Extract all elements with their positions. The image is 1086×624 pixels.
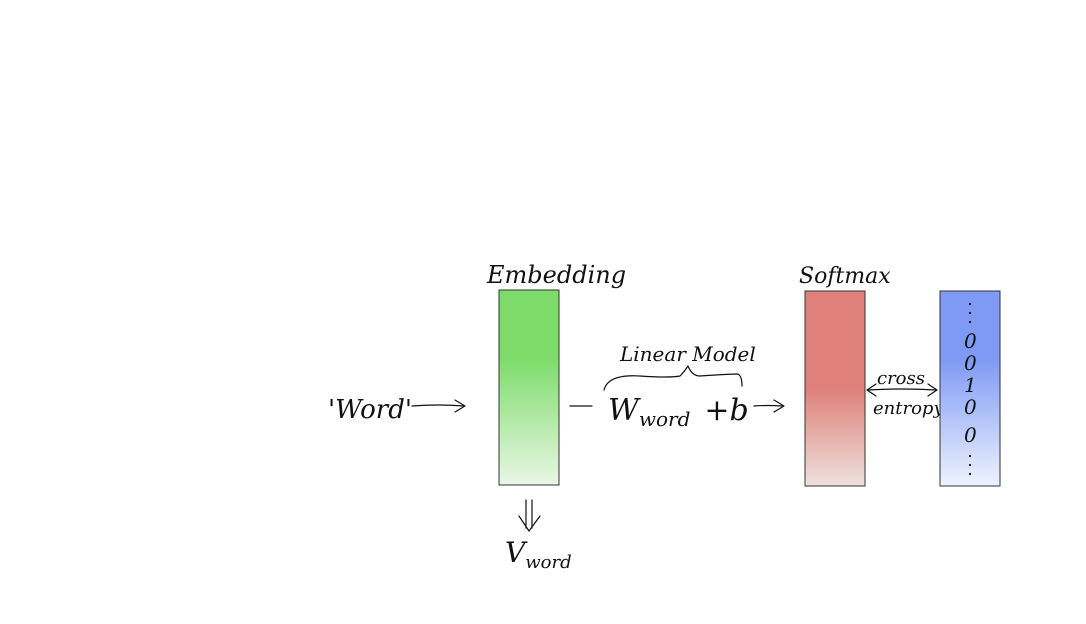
embedding-label: Embedding [486,261,626,289]
weight-subscript: word [639,407,691,431]
word-vector-label: Vword [505,536,572,573]
linear-model-equation: Wword +b [608,393,749,431]
cross-entropy-line1: cross [877,368,925,389]
one-hot-bottom-dots [968,454,972,476]
one-hot-value: 0 [964,351,977,375]
weight-symbol: W [608,393,641,428]
one-hot-value: 1 [964,373,977,397]
softmax-label: Softmax [799,264,891,289]
linear-to-softmax-arrow [753,399,785,413]
cross-entropy-double-arrow [866,383,938,397]
cross-entropy-line2: entropy [873,398,944,419]
one-hot-top-dots [968,302,972,324]
linear-model-brace [603,365,743,391]
embedding-block [498,289,560,486]
one-hot-value: 0 [964,395,977,419]
one-hot-value: 0 [964,329,977,353]
word-vector-subscript: word [525,552,571,573]
one-hot-target-block [939,290,1001,487]
input-arrow [411,399,466,413]
linear-model-label: Linear Model [619,342,756,366]
embedding-output-double-arrow [518,499,541,532]
input-word-label: 'Word' [328,395,412,425]
bias-term: +b [704,393,748,428]
one-hot-value: 0 [964,423,977,447]
softmax-block [804,290,866,487]
word-vector-base: V [505,536,528,569]
